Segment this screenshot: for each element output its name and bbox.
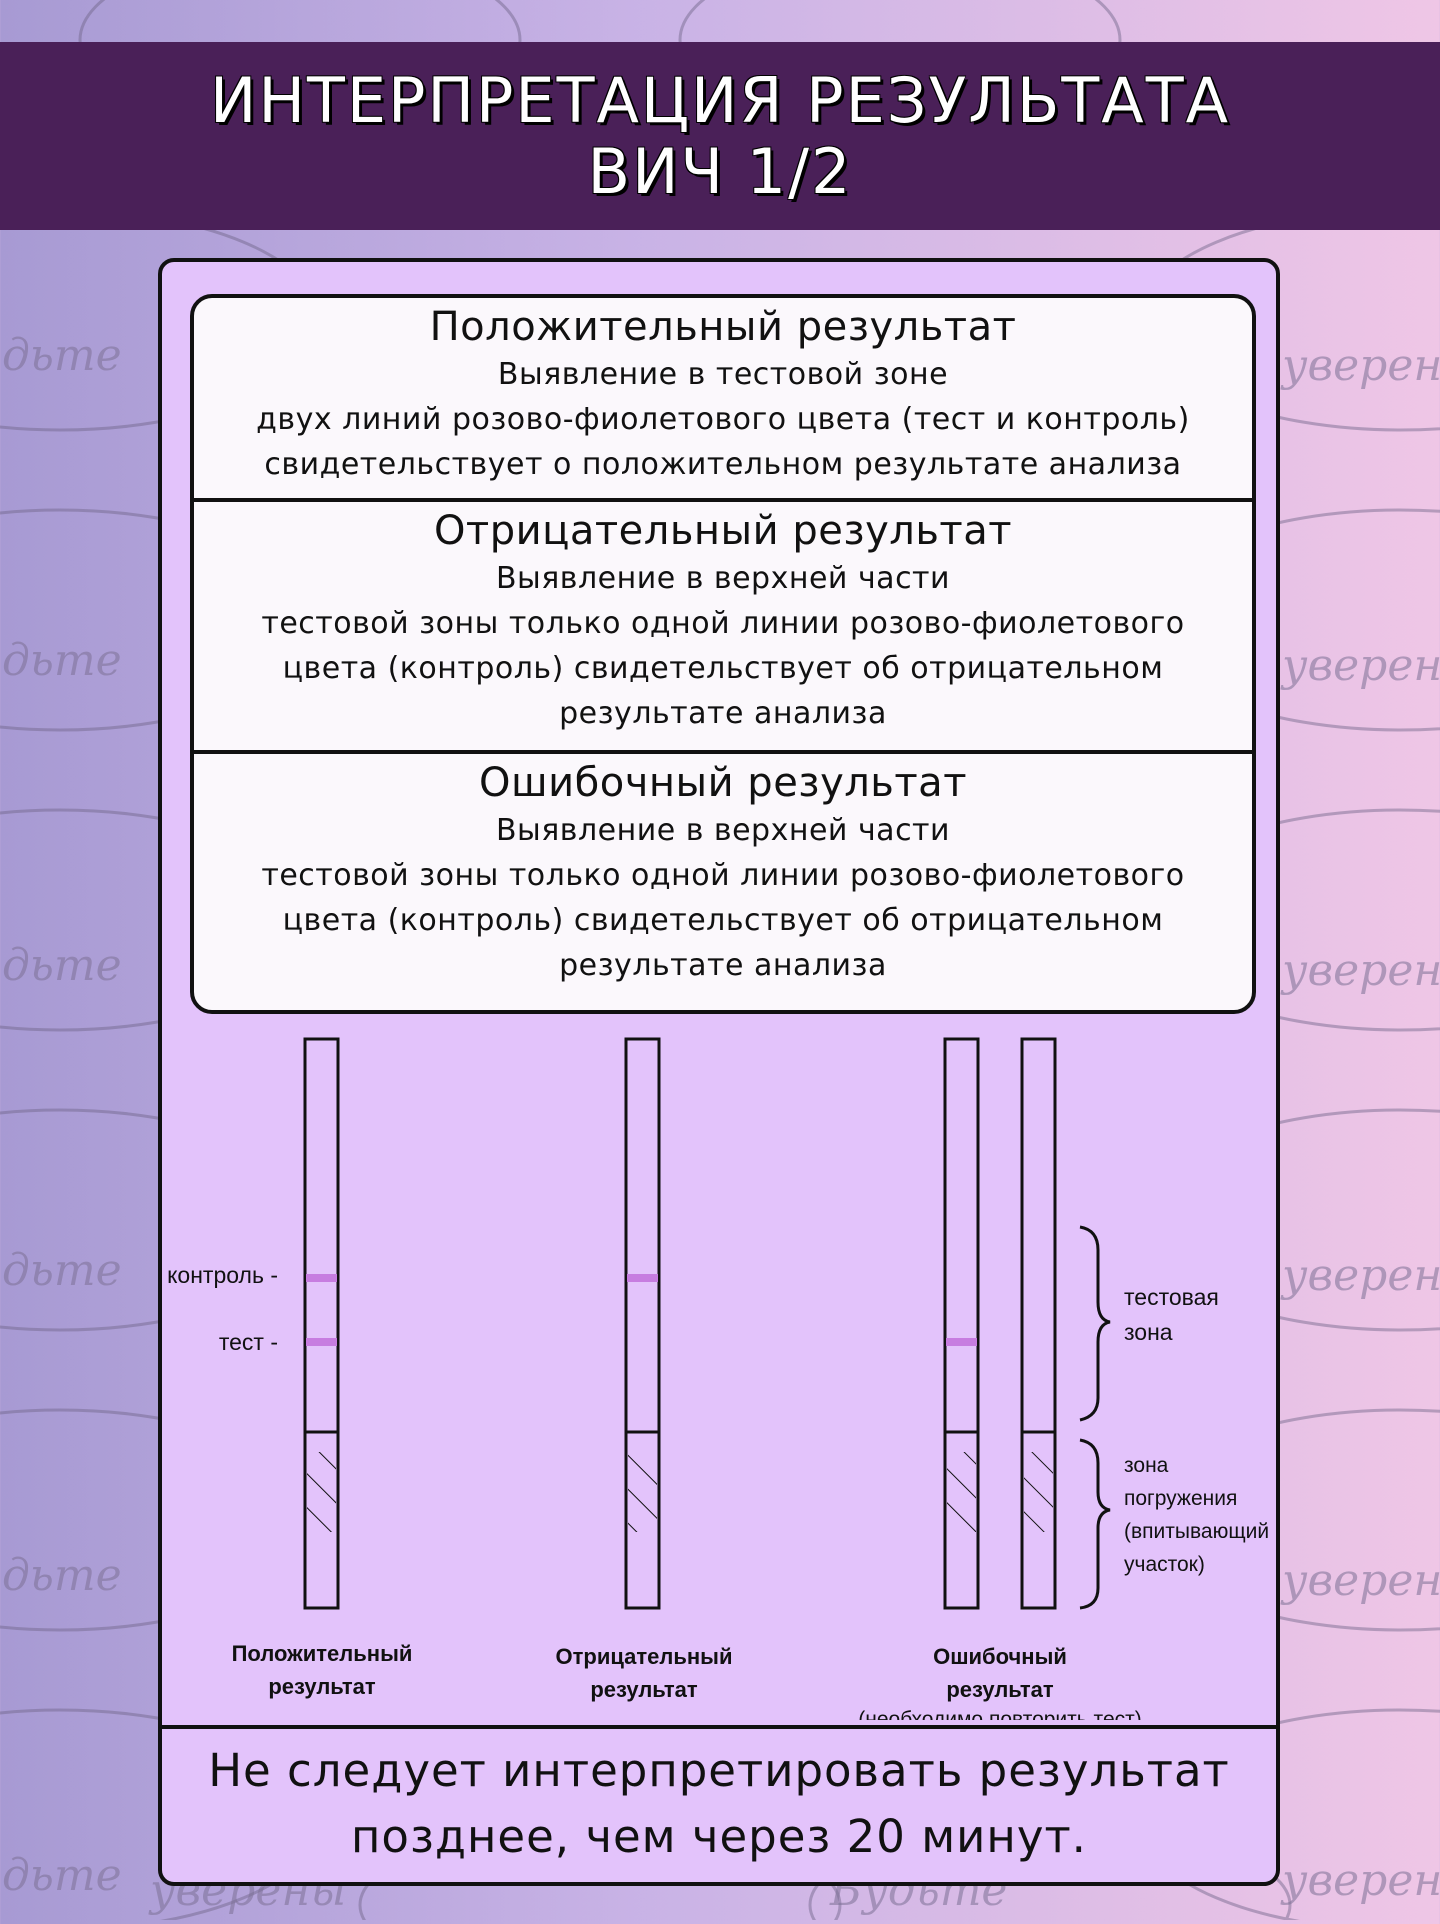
watermark-text-right-1: уверен <box>1282 340 1440 391</box>
section-negative-line-2: тестовой зоны только одной линии розово-… <box>261 606 1185 641</box>
strip-positive-hatch <box>307 1452 336 1532</box>
section-negative-line-1: Выявление в верхней части <box>495 561 951 596</box>
caption-invalid-line-2: результат <box>946 1677 1054 1702</box>
strip-invalid-2-body <box>1020 1037 1057 1610</box>
caption-positive-line-1: Положительный <box>232 1641 413 1666</box>
caption-positive-line-2: результат <box>268 1674 376 1699</box>
watermark-text-right-3: уверен <box>1282 945 1440 996</box>
strip-negative-hatch <box>628 1452 657 1532</box>
header-banner: ИНТЕРПРЕТАЦИЯ РЕЗУЛЬТАТА ВИЧ 1/2 <box>0 42 1440 230</box>
strip-positive <box>303 1037 340 1610</box>
strip-invalid-2 <box>1020 1037 1057 1610</box>
brace-test-zone <box>1079 1225 1111 1422</box>
strip-negative-control-line <box>627 1274 658 1282</box>
section-invalid-line-1: Выявление в верхней части <box>495 813 951 848</box>
strip-invalid-1-test-line <box>946 1338 977 1346</box>
watermark-text-left-4: дьте <box>2 1245 122 1296</box>
brace-immersion-zone <box>1079 1438 1111 1610</box>
label-control: контроль - <box>167 1262 278 1288</box>
watermark-text-left-6: дьте <box>2 1850 122 1901</box>
section-invalid-line-4: результате анализа <box>559 948 887 983</box>
strip-invalid-1-hatch <box>947 1452 976 1532</box>
section-invalid-line-2: тестовой зоны только одной линии розово-… <box>261 858 1185 893</box>
caption-invalid-line-1: Ошибочный <box>933 1644 1067 1669</box>
label-immersion-zone-2: погружения <box>1124 1487 1237 1510</box>
strip-negative-body <box>624 1037 661 1610</box>
footer-warning-line-1: Не следует интерпретировать результат <box>208 1744 1230 1797</box>
caption-negative-line-1: Отрицательный <box>556 1644 733 1669</box>
label-test-zone-1: тестовая <box>1124 1284 1219 1310</box>
label-immersion-zone-4: участок) <box>1124 1553 1205 1576</box>
watermark-text-right-6: уверен <box>1282 1855 1440 1906</box>
results-info-box: Положительный результат Выявление в тест… <box>190 294 1256 1014</box>
page-title-line-1: ИНТЕРПРЕТАЦИЯ РЕЗУЛЬТАТА <box>209 63 1231 137</box>
section-invalid-title: Ошибочный результат <box>479 760 967 806</box>
strip-positive-control-line <box>306 1274 337 1282</box>
watermark-text-right-4: уверен <box>1282 1250 1440 1301</box>
watermark-text-right-5: уверен <box>1282 1555 1440 1606</box>
section-positive-line-3: свидетельствует о положительном результа… <box>264 447 1182 482</box>
footer-warning-line-2: позднее, чем через 20 минут. <box>350 1810 1087 1863</box>
caption-negative-line-2: результат <box>590 1677 698 1702</box>
footer-divider <box>162 1725 1276 1729</box>
footer-warning: Не следует интерпретировать результат по… <box>162 1738 1276 1870</box>
section-negative-line-3: цвета (контроль) свидетельствует об отри… <box>282 651 1164 686</box>
section-positive: Положительный результат Выявление в тест… <box>194 298 1252 487</box>
section-positive-title: Положительный результат <box>429 304 1017 350</box>
section-negative: Отрицательный результат Выявление в верх… <box>194 502 1252 736</box>
caption-invalid-note: (необходимо повторить тест) <box>858 1708 1141 1720</box>
strip-invalid-1-body <box>943 1037 980 1610</box>
watermark-text-left-2: дьте <box>2 635 122 686</box>
label-test: тест - <box>219 1329 278 1355</box>
test-strip-diagram: контроль - тест - тестовая зона зона пог… <box>167 1037 1269 1720</box>
section-negative-title: Отрицательный результат <box>433 508 1013 554</box>
label-test-zone-2: зона <box>1124 1319 1173 1345</box>
section-divider-1 <box>194 498 1252 502</box>
strip-invalid-2-hatch <box>1024 1452 1053 1532</box>
strip-positive-test-line <box>306 1338 337 1346</box>
section-divider-2 <box>194 750 1252 754</box>
page-title-line-2: ВИЧ 1/2 <box>587 135 853 208</box>
strip-positive-body <box>303 1037 340 1610</box>
section-positive-line-1: Выявление в тестовой зоне <box>497 357 949 392</box>
watermark-text-right-2: уверен <box>1282 640 1440 691</box>
label-immersion-zone-3: (впитывающий <box>1124 1520 1269 1543</box>
watermark-text-left-5: дьте <box>2 1550 122 1601</box>
strip-invalid-1 <box>943 1037 980 1610</box>
section-positive-line-2: двух линий розово-фиолетового цвета (тес… <box>256 402 1190 437</box>
section-invalid-line-3: цвета (контроль) свидетельствует об отри… <box>282 903 1164 938</box>
watermark-text-left-1: дьте <box>2 330 122 381</box>
watermark-text-left-3: дьте <box>2 940 122 991</box>
section-negative-line-4: результате анализа <box>559 696 887 731</box>
section-invalid: Ошибочный результат Выявление в верхней … <box>194 754 1252 988</box>
strip-negative <box>624 1037 661 1610</box>
label-immersion-zone-1: зона <box>1124 1454 1169 1477</box>
